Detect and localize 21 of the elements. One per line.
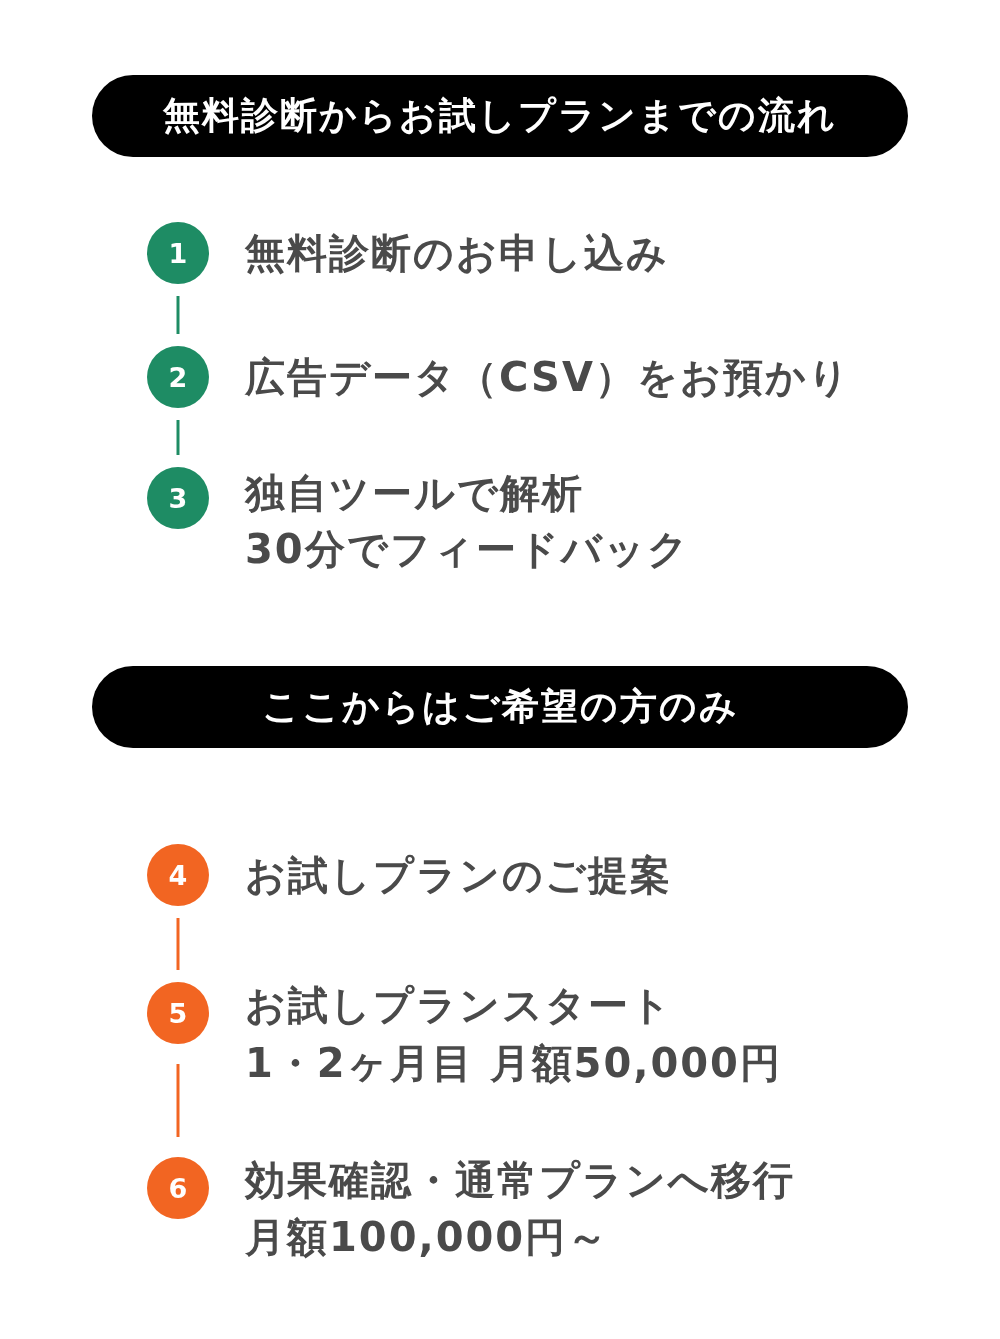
step-description: 効果確認・通常プランへ移行 [245, 1156, 795, 1205]
step-description: お試しプランのご提案 [245, 851, 672, 900]
step-number: 6 [168, 1174, 188, 1202]
step-description: 1・2ヶ月目 月額50,000円 [245, 1039, 782, 1088]
step-number: 2 [168, 363, 188, 391]
step-description: お試しプランスタート [245, 981, 673, 1030]
step-description: 30分でフィードバック [245, 525, 690, 574]
step-number: 1 [168, 239, 188, 267]
step-description: 月額100,000円～ [245, 1213, 610, 1262]
banner-heading: 無料診断からお試しプランまでの流れ [163, 93, 837, 139]
connector-line [176, 296, 180, 334]
connector-line [176, 1064, 180, 1137]
step-number: 4 [168, 861, 188, 889]
banner-heading: ここからはご希望の方のみ [261, 684, 739, 730]
step-description: 広告データ（CSV）をお預かり [245, 353, 851, 402]
step-description: 無料診断のお申し込み [245, 229, 669, 278]
connector-line [176, 918, 180, 970]
step-number: 5 [168, 999, 188, 1027]
connector-line [176, 420, 180, 455]
step-description: 独自ツールで解析 [245, 469, 584, 518]
step-number: 3 [168, 484, 188, 512]
